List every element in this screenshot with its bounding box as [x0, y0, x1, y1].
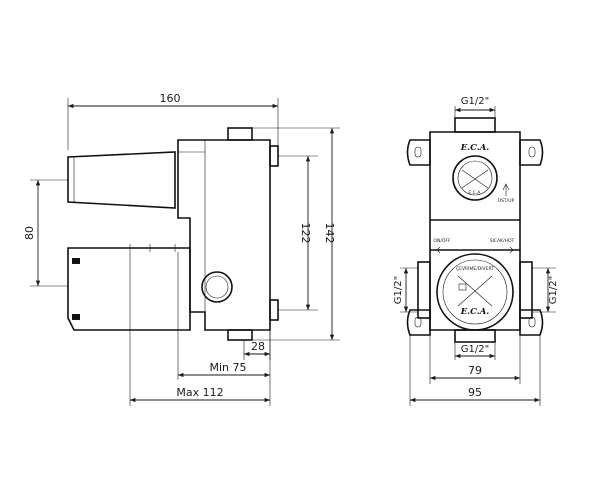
dim-80-label: 80 [23, 226, 36, 240]
side-view: 160 80 122 142 28 Min 75 Max 112 [23, 92, 340, 406]
bottom-valve-housing [429, 249, 521, 331]
dim-min75-label: Min 75 [209, 361, 246, 374]
ear-bottom-left [406, 309, 431, 336]
dim-max112-label: Max 112 [176, 386, 223, 399]
up-label: ÜST/UP [498, 197, 515, 204]
label-hot: SICAK/HOT [490, 238, 515, 244]
dim-bottom-thread-label: G1/2" [461, 344, 489, 355]
bottom-logo: E.C.A. [460, 307, 490, 317]
dim-160-label: 160 [160, 92, 181, 105]
dim-28-label: 28 [251, 340, 265, 353]
label-onoff: ON/OFF [433, 238, 451, 244]
ear-bottom-right [519, 309, 544, 336]
ear-top-left [406, 139, 431, 166]
right-inlet [519, 261, 533, 319]
dim-79-label: 79 [468, 364, 482, 377]
top-stub [227, 127, 253, 141]
top-valve-knob [452, 155, 498, 201]
dim-142-label: 142 [323, 223, 336, 244]
bottom-stub [227, 329, 253, 341]
dim-top-thread-label: G1/2" [461, 96, 489, 107]
bottom-valve-knob [436, 253, 514, 331]
upper-handle [67, 151, 176, 209]
ear-top-right [519, 139, 544, 166]
side-port [201, 271, 233, 303]
dim-right-thread-label: G1/2" [548, 276, 559, 304]
front-view: E.C.A. E.C.A. ÜST/UP ON/OFF SICAK/HOT ÇE… [393, 96, 559, 406]
right-flange-bottom [269, 299, 279, 321]
up-arrow-icon [502, 183, 510, 196]
lower-handle [67, 247, 191, 331]
dim-left-thread-label: G1/2" [393, 276, 404, 304]
top-logo: E.C.A. [460, 143, 490, 153]
bottom-outlet [454, 329, 496, 343]
dim-122-label: 122 [299, 223, 312, 244]
valve-body [177, 139, 271, 331]
dim-95-label: 95 [468, 386, 482, 399]
left-inlet [417, 261, 431, 319]
top-knob-logo: E.C.A. [468, 190, 481, 196]
top-inlet [454, 117, 496, 133]
right-flange-top [269, 145, 279, 167]
label-divert: ÇEVİRME/DIVERT [456, 265, 494, 272]
